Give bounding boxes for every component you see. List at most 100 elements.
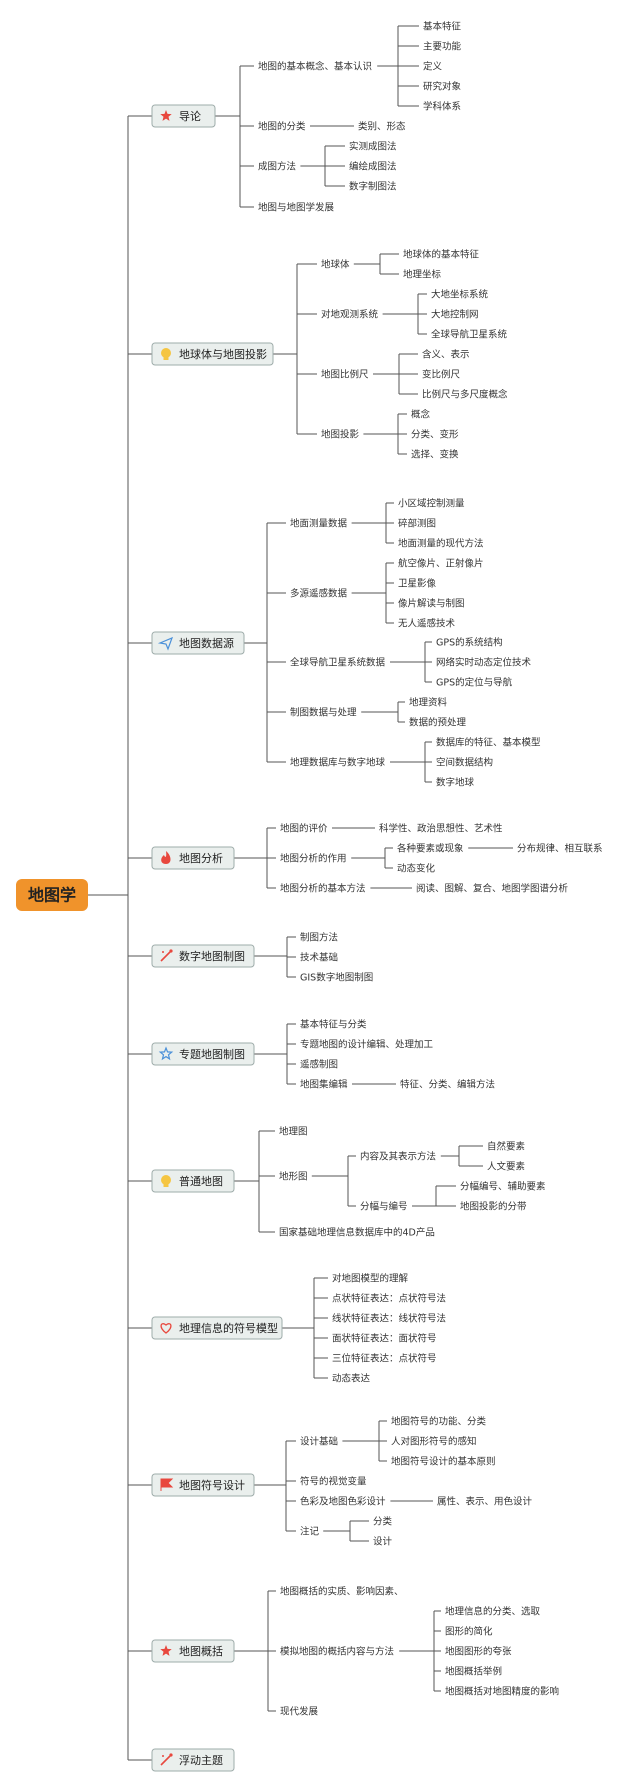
branch-box[interactable] [151, 1316, 283, 1340]
subtopic-label: GPS的定位与导航 [436, 677, 513, 689]
wand-icon [160, 1753, 173, 1766]
topic-label: 多源遥感数据 [290, 588, 348, 600]
detail-label: 地图投影的分带 [460, 1201, 527, 1213]
branch-box[interactable] [151, 846, 235, 870]
subtopic-label: 地球体的基本特征 [403, 249, 480, 261]
branch-label: 地球体与地图投影 [179, 347, 267, 361]
detail-label: 分布规律、相互联系 [517, 843, 603, 855]
topic-label: 设计基础 [300, 1436, 338, 1448]
subtopic-label: 地理信息的分类、选取 [445, 1606, 541, 1618]
topic-label: 地理图 [279, 1126, 308, 1138]
fire-icon [161, 851, 171, 864]
star-icon [160, 110, 172, 121]
detail-label: 人文要素 [487, 1161, 526, 1173]
wand-icon [160, 949, 173, 962]
subtopic-label: 地图概括对地图精度的影响 [445, 1686, 559, 1698]
topic-label: 动态表达 [332, 1373, 371, 1385]
topic-label: 基本特征与分类 [300, 1019, 367, 1031]
topic-label: 地图分析的基本方法 [280, 883, 366, 895]
topic-label: 地图概括的实质、影响因素、 [280, 1586, 404, 1598]
topic-label: 对地图模型的理解 [332, 1273, 409, 1285]
subtopic-label: 数字地球 [436, 777, 475, 789]
subtopic-label: 科学性、政治思想性、艺术性 [379, 823, 503, 835]
topic-label: 制图数据与处理 [290, 707, 357, 719]
topic-label: 模拟地图的概括内容与方法 [280, 1646, 394, 1658]
topic-label: 注记 [300, 1526, 320, 1538]
lightbulb-icon [161, 1175, 171, 1187]
subtopic-label: 比例尺与多尺度概念 [422, 389, 508, 401]
subtopic-label: 含义、表示 [422, 349, 470, 361]
subtopic-label: 地图符号设计的基本原则 [391, 1456, 496, 1468]
subtopic-label: 全球导航卫星系统 [431, 329, 508, 341]
subtopic-label: 地理坐标 [403, 269, 442, 281]
detail-label: 自然要素 [487, 1141, 526, 1153]
topic-label: GIS数字地图制图 [300, 972, 373, 984]
topic-label: 现代发展 [280, 1706, 319, 1718]
star-outline-icon [158, 1046, 174, 1061]
branch-label: 数字地图制图 [179, 949, 245, 963]
subtopic-label: 地图概括举例 [445, 1666, 502, 1678]
branch-label: 专题地图制图 [179, 1047, 245, 1061]
topic-label: 地图集编辑 [300, 1079, 348, 1091]
subtopic-label: GPS的系统结构 [436, 637, 503, 649]
topic-label: 地图比例尺 [321, 369, 369, 381]
subtopic-label: 研究对象 [423, 81, 462, 93]
subtopic-label: 类别、形态 [358, 121, 406, 133]
node-labels: 地图学导论地图的基本概念、基本认识基本特征主要功能定义研究对象学科体系地图的分类… [28, 21, 603, 1768]
branch-box[interactable] [151, 1169, 235, 1193]
topic-label: 地图与地图学发展 [258, 202, 335, 214]
topic-label: 制图方法 [300, 932, 338, 944]
subtopic-label: 卫星影像 [398, 578, 437, 590]
topic-label: 地图投影 [321, 429, 360, 441]
topic-label: 地球体 [321, 259, 350, 271]
branch-box[interactable] [151, 1473, 255, 1497]
subtopic-label: 阅读、图解、复合、地图学图谱分析 [416, 883, 569, 895]
star-icon [160, 1645, 172, 1656]
subtopic-label: 动态变化 [397, 863, 436, 875]
flag-icon [160, 1478, 174, 1491]
subtopic-label: 主要功能 [423, 41, 462, 53]
subtopic-label: 空间数据结构 [436, 757, 493, 769]
subtopic-label: 实测成图法 [349, 141, 397, 153]
topic-label: 面状特征表达：面状符号 [332, 1333, 437, 1345]
topic-label: 地图的基本概念、基本认识 [258, 61, 372, 73]
branch-box[interactable] [151, 1042, 255, 1066]
branch-box[interactable] [151, 1639, 235, 1663]
topic-label: 三位特征表达：点状符号 [332, 1353, 437, 1365]
branch-label: 地理信息的符号模型 [179, 1321, 278, 1335]
root-node[interactable] [16, 879, 88, 911]
subtopic-label: 定义 [423, 61, 443, 73]
subtopic-label: 地图符号的功能、分类 [391, 1416, 487, 1428]
subtopic-label: 变比例尺 [422, 369, 461, 381]
branch-label: 地图分析 [179, 851, 223, 865]
branch-box[interactable] [151, 342, 274, 366]
subtopic-label: 分类 [373, 1516, 393, 1528]
branch-label: 浮动主题 [179, 1754, 223, 1767]
topic-label: 地图的评价 [280, 823, 328, 835]
subtopic-label: 大地坐标系统 [431, 289, 489, 301]
branch-label: 地图数据源 [179, 636, 234, 650]
topic-label: 国家基础地理信息数据库中的4D产品 [279, 1227, 435, 1239]
connector-lines [88, 25, 513, 1761]
topic-label: 地面测量数据 [290, 518, 348, 530]
subtopic-label: 设计 [373, 1536, 393, 1548]
subtopic-label: 航空像片、正射像片 [398, 558, 484, 570]
branch-box[interactable] [151, 104, 216, 128]
topic-label: 地形图 [279, 1171, 308, 1183]
branch-box[interactable] [151, 631, 245, 655]
topic-label: 对地观测系统 [321, 309, 379, 321]
subtopic-label: 选择、变换 [411, 449, 459, 461]
subtopic-label: 数据库的特征、基本模型 [436, 737, 541, 749]
heart-icon [160, 1323, 172, 1334]
subtopic-label: 编绘成图法 [349, 161, 397, 173]
subtopic-label: 数据的预处理 [409, 717, 467, 729]
branch-box[interactable] [151, 944, 255, 968]
branch-boxes [16, 104, 283, 1772]
topic-label: 地图分析的作用 [280, 853, 347, 865]
subtopic-label: 特征、分类、编辑方法 [400, 1079, 495, 1091]
subtopic-label: 地面测量的现代方法 [398, 538, 484, 550]
detail-label: 分幅编号、辅助要素 [460, 1181, 546, 1193]
subtopic-label: 碎部测图 [398, 518, 436, 530]
lightbulb-icon [161, 348, 171, 360]
